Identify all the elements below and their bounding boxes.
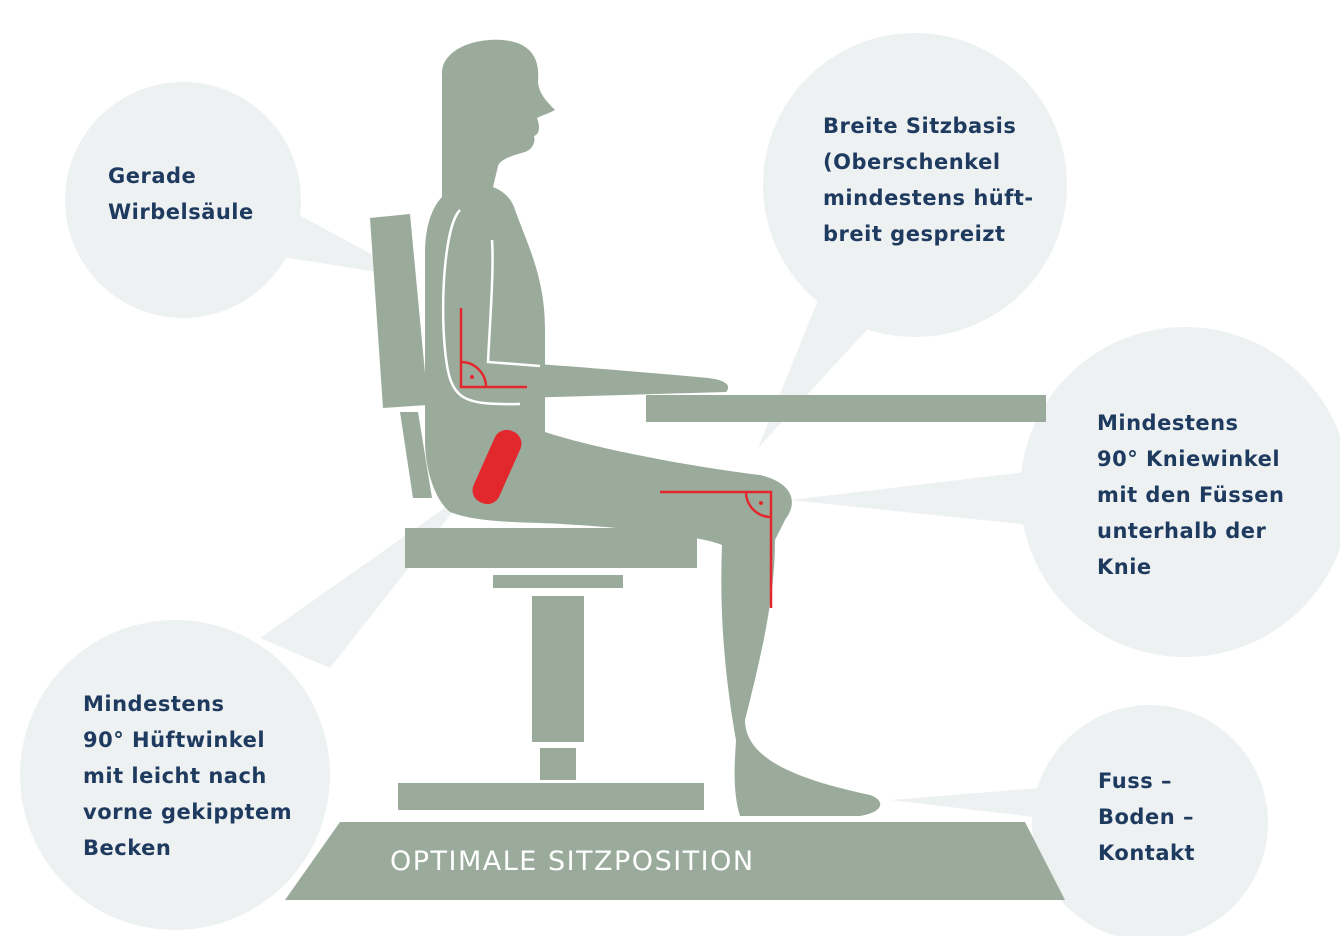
- chair-column-foot: [540, 748, 576, 780]
- chair-seat: [405, 528, 697, 568]
- chair-column: [532, 596, 584, 742]
- chair-backrest: [370, 214, 428, 408]
- callout-knee-angle-text: Mindestens 90° Kniewinkel mit den Füssen…: [1097, 405, 1284, 585]
- callout-foot-contact-text: Fuss – Boden – Kontakt: [1098, 763, 1195, 871]
- chair-base: [398, 783, 704, 810]
- callout-seat-base-text: Breite Sitzbasis (Oberschenkel mindesten…: [823, 108, 1034, 252]
- callout-hip-angle-text: Mindestens 90° Hüftwinkel mit leicht nac…: [83, 686, 292, 866]
- footer-title: OPTIMALE SITZPOSITION: [390, 842, 850, 882]
- bubble-foot-contact: [890, 705, 1268, 936]
- desk: [646, 395, 1046, 422]
- chair-seat-bar: [493, 575, 623, 588]
- person-head: [442, 40, 555, 200]
- callout-spine-text: Gerade Wirbelsäule: [108, 158, 254, 230]
- person-forearm: [480, 360, 728, 398]
